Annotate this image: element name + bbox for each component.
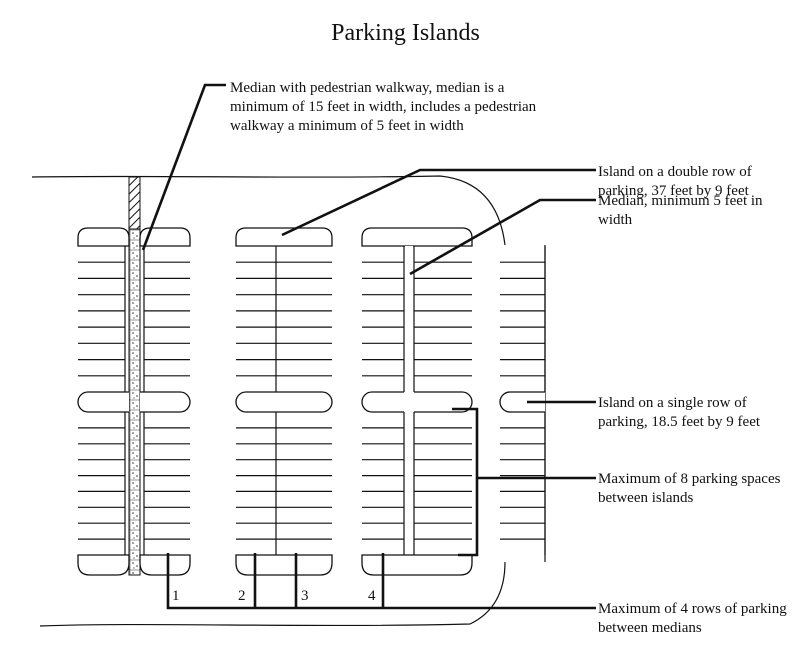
island-double-mid xyxy=(140,391,191,413)
pedestrian-walkway xyxy=(128,228,141,576)
walkway-hatched xyxy=(128,176,141,230)
island-double-top xyxy=(361,227,473,247)
parking-stalls xyxy=(78,245,546,562)
row-number-1: 1 xyxy=(172,588,180,604)
callout-walkway-median: Median with pedestrian walkway, median i… xyxy=(230,80,537,134)
island-double-top xyxy=(235,227,333,247)
lot-boundary-top xyxy=(31,175,506,246)
leader-lines xyxy=(141,83,596,610)
lot-boundary-bottom xyxy=(39,561,506,627)
island-double-bottom xyxy=(235,554,333,576)
island-double-top xyxy=(77,227,130,247)
island-double-mid xyxy=(414,391,473,413)
callout-max-spaces: Maximum of 8 parking spaces between isla… xyxy=(598,471,781,506)
island-double-bottom xyxy=(77,554,130,576)
bracket-max-spaces xyxy=(452,407,479,557)
row-number-4: 4 xyxy=(368,588,376,604)
row-number-3: 3 xyxy=(301,588,309,604)
leader-walkway xyxy=(141,83,226,251)
island-double-bottom xyxy=(361,554,473,576)
row-number-2: 2 xyxy=(238,588,246,604)
island-double-top xyxy=(139,227,191,247)
leader-median xyxy=(409,198,596,276)
callout-double-row-island: Island on a double row of parking, 37 fe… xyxy=(598,164,752,199)
parking-islands xyxy=(77,227,545,576)
callout-max-rows: Maximum of 4 rows of parking between med… xyxy=(598,601,787,636)
leader-double-island xyxy=(281,168,596,237)
island-double-mid xyxy=(77,391,129,413)
callout-single-row-island: Island on a single row of parking, 18.5 … xyxy=(598,395,761,430)
island-double-bottom xyxy=(139,554,191,576)
island-double-mid xyxy=(235,391,333,413)
callout-median: Median, minimum 5 feet in width xyxy=(598,193,763,228)
island-double-mid xyxy=(361,391,404,413)
island-single-mid xyxy=(499,391,545,413)
diagram-title: Parking Islands xyxy=(331,20,480,46)
bracket-max-rows xyxy=(166,553,596,610)
median-gap xyxy=(405,246,413,247)
